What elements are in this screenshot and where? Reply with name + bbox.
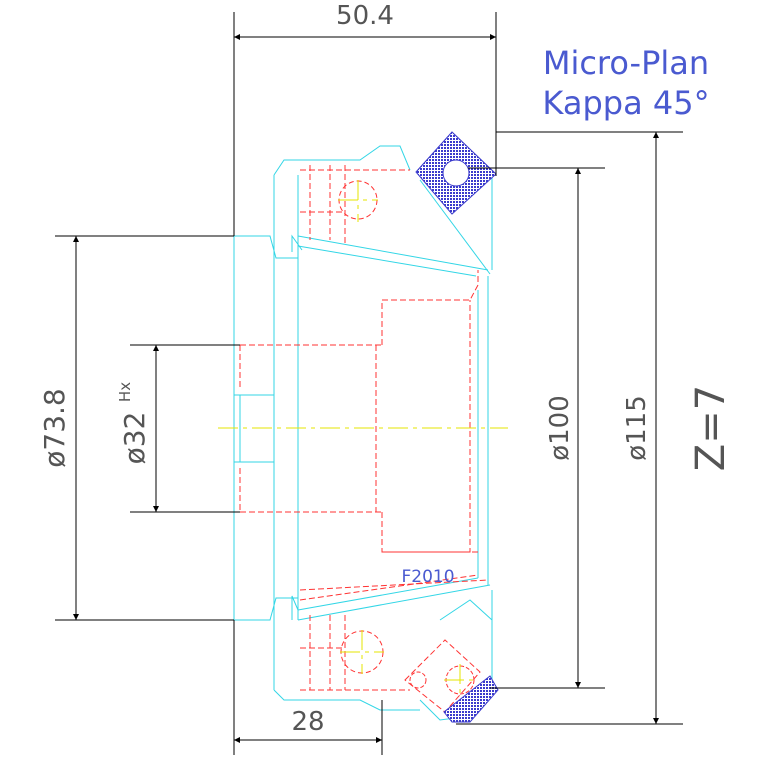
teeth-count-label: Z=7 <box>688 385 734 471</box>
title-line-2: Kappa 45° <box>542 84 709 122</box>
centerlines <box>218 158 508 696</box>
depth-dimension: 28 <box>291 707 324 737</box>
bore-diameter-dimension: ø32 <box>118 412 151 465</box>
insert-top <box>415 131 497 215</box>
bore-tolerance-label: Hx <box>116 382 134 402</box>
part-number-label: F2010 <box>401 567 454 587</box>
dimension-lines <box>55 12 683 755</box>
bore-diameter-group: ø32 Hx <box>116 382 151 465</box>
overall-width-dimension: 50.4 <box>336 1 394 31</box>
hub-diameter-dimension: ø73.8 <box>38 388 71 467</box>
cutting-diameter-dimension: ø100 <box>545 395 575 461</box>
title-line-1: Micro-Plan <box>543 44 709 82</box>
hidden-lines <box>239 165 489 713</box>
insert-bottom <box>443 675 499 723</box>
cutter-body-outline <box>233 145 493 721</box>
outer-diameter-dimension: ø115 <box>622 395 652 461</box>
